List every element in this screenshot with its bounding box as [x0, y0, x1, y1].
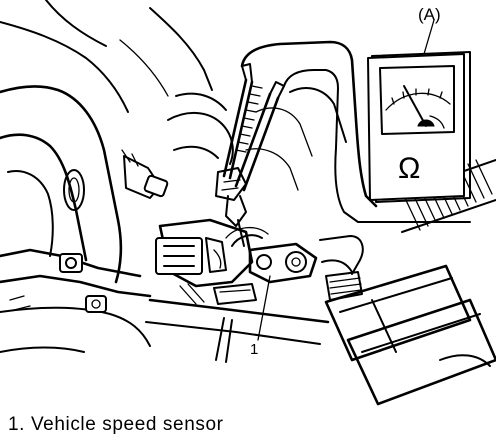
lower-bracket	[0, 248, 152, 353]
legend-caption: 1. Vehicle speed sensor	[8, 414, 224, 436]
lower-frame	[145, 283, 330, 363]
tester-leads	[215, 40, 471, 247]
ohmmeter	[367, 19, 471, 203]
meter-label: (A)	[418, 5, 441, 24]
engine-upper-parts	[167, 87, 347, 191]
callout-leader-line	[257, 275, 271, 341]
callout-number: 1	[250, 341, 258, 358]
speed-sensor-housing	[155, 218, 318, 305]
left-pipe-assembly	[0, 0, 213, 284]
ohm-symbol: Ω	[398, 152, 420, 185]
side-connector	[121, 149, 169, 199]
legend-number: 1.	[8, 414, 26, 435]
legend-text: Vehicle speed sensor	[30, 414, 224, 435]
